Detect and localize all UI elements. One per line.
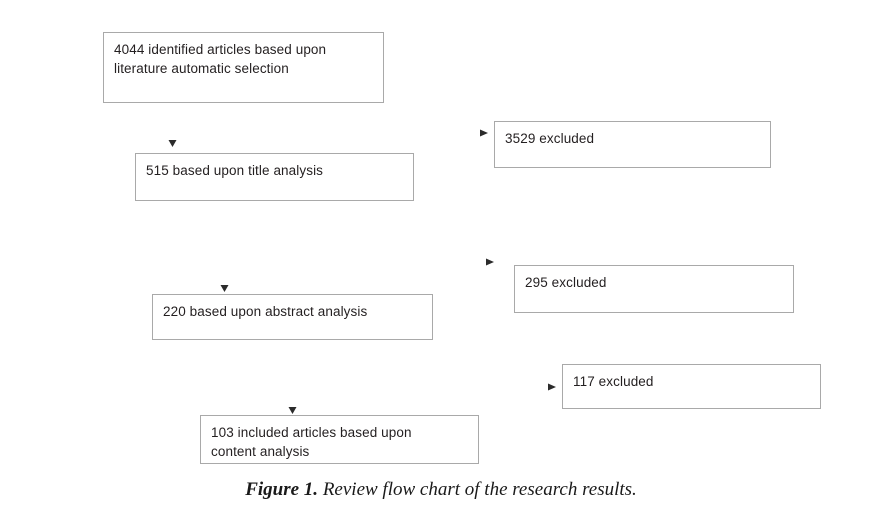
flow-node-excluded-117: 117 excluded bbox=[562, 364, 821, 409]
flow-node-included-articles-label: 103 included articles based upon content… bbox=[211, 425, 412, 459]
figure-caption: Figure 1. Review flow chart of the resea… bbox=[0, 479, 882, 501]
connector-title-to-abstract bbox=[220, 228, 229, 292]
flow-node-abstract-analysis-label: 220 based upon abstract analysis bbox=[163, 304, 368, 319]
flow-node-included-articles: 103 included articles based upon content… bbox=[200, 415, 479, 464]
flow-node-identified-articles: 4044 identified articles based upon lite… bbox=[103, 32, 384, 103]
flow-node-identified-articles-label: 4044 identified articles based upon lite… bbox=[114, 42, 327, 76]
flow-node-excluded-3529: 3529 excluded bbox=[494, 121, 771, 168]
flow-node-excluded-117-label: 117 excluded bbox=[573, 374, 654, 389]
flow-node-excluded-3529-label: 3529 excluded bbox=[505, 131, 595, 146]
connector-title-to-excluded-295 bbox=[256, 258, 494, 266]
connector-abstract-to-excluded-117 bbox=[313, 383, 556, 391]
flow-node-title-analysis: 515 based upon title analysis bbox=[135, 153, 414, 201]
figure-caption-label: Figure 1. bbox=[245, 479, 319, 500]
flow-node-abstract-analysis: 220 based upon abstract analysis bbox=[152, 294, 433, 340]
figure-caption-text: Review flow chart of the research result… bbox=[322, 479, 637, 500]
flow-node-excluded-295-label: 295 excluded bbox=[525, 275, 607, 290]
connector-identified-to-title bbox=[168, 103, 177, 147]
connector-abstract-to-included bbox=[288, 363, 297, 414]
flow-node-excluded-295: 295 excluded bbox=[514, 265, 794, 313]
connector-identified-to-excluded-3529 bbox=[237, 129, 488, 137]
flow-node-title-analysis-label: 515 based upon title analysis bbox=[146, 163, 324, 178]
